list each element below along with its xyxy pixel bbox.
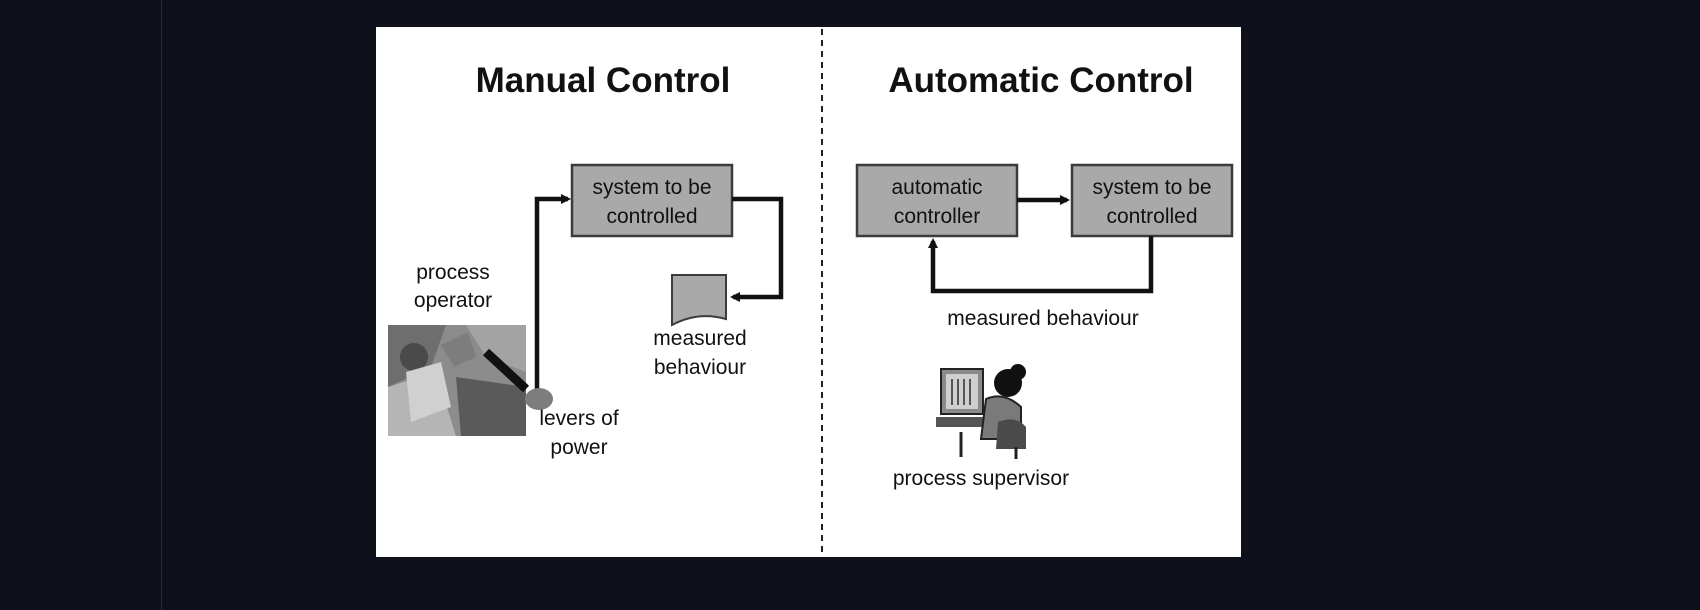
- automatic-controller-line2: controller: [894, 205, 980, 228]
- process-operator-line1: process: [416, 261, 490, 284]
- automatic-control-title: Automatic Control: [888, 61, 1193, 100]
- automatic-measured-behaviour: measured behaviour: [947, 307, 1138, 330]
- measured-behaviour-line2: behaviour: [654, 356, 746, 379]
- manual-system-box-line1: system to be: [592, 176, 711, 199]
- left-divider-rule: [161, 0, 162, 610]
- levers-to-system-arrow: [534, 194, 571, 397]
- automatic-system-box-line1: system to be: [1092, 176, 1211, 199]
- process-operator-line2: operator: [414, 289, 492, 312]
- automatic-system-box-line2: controlled: [1106, 205, 1197, 228]
- document-icon: [671, 274, 727, 327]
- lever-knob: [525, 388, 553, 410]
- levers-of-power-line1: levers of: [539, 407, 619, 430]
- levers-of-power-line2: power: [550, 436, 607, 459]
- automatic-system-box: system to be controlled: [1070, 163, 1234, 238]
- control-diagram-figure: Manual Control system to be controlled m…: [376, 27, 1241, 557]
- process-supervisor-label: process supervisor: [893, 467, 1069, 490]
- automatic-controller-box: automatic controller: [855, 163, 1019, 238]
- manual-control-title: Manual Control: [476, 61, 731, 100]
- system-to-measured-arrow: [730, 196, 784, 302]
- manual-system-box-line2: controlled: [606, 205, 697, 228]
- operator-clipart-icon: [388, 325, 530, 436]
- feedback-loop-arrow: [928, 236, 1154, 294]
- measured-behaviour-line1: measured: [653, 327, 746, 350]
- automatic-controller-line1: automatic: [891, 176, 982, 199]
- manual-system-box: system to be controlled: [570, 163, 734, 238]
- supervisor-clipart-icon: [936, 364, 1026, 459]
- control-diagram-svg: Manual Control system to be controlled m…: [388, 29, 1234, 555]
